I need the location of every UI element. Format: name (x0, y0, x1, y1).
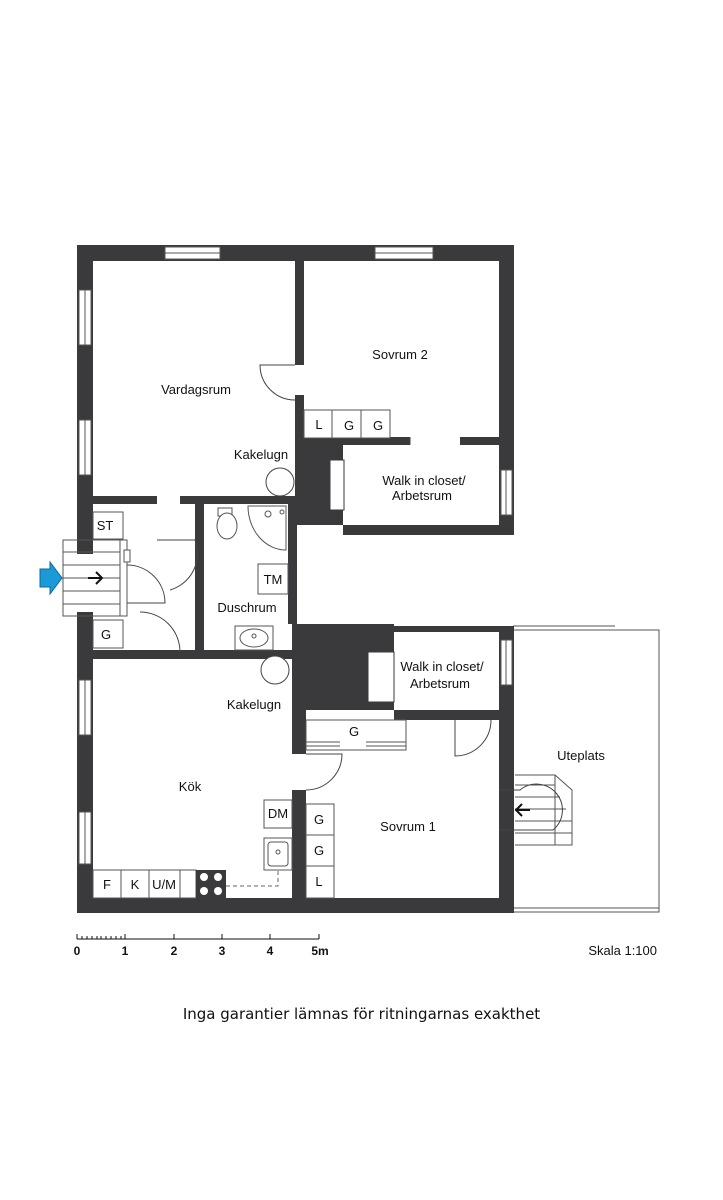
fixture-label-l-s1: L (315, 874, 322, 889)
fixture-label-g-top-2: G (373, 418, 383, 433)
wardrobe-sliding (305, 719, 407, 751)
room-label-vardagsrum: Vardagsrum (161, 382, 231, 397)
bathroom-sink-icon (234, 625, 274, 651)
room-fills (329, 445, 499, 710)
scale-tick-2: 2 (171, 944, 178, 958)
room-label-walkin-top-line1: Walk in closet/ (382, 473, 466, 488)
room-label-kok: Kök (179, 779, 202, 794)
fixture-label-tm: TM (264, 572, 283, 587)
entrance-arrow-icon (39, 560, 63, 596)
scale-tick-1: 1 (122, 944, 129, 958)
room-label-uteplats: Uteplats (557, 748, 605, 763)
fixture-label-um: U/M (152, 877, 176, 892)
fixture-label-g-hall: G (101, 627, 111, 642)
scale-tick-4: 4 (267, 944, 274, 958)
tile-stove-icon (260, 655, 290, 685)
room-label-duschrum: Duschrum (217, 600, 276, 615)
kitchen-sink-icon (263, 837, 293, 871)
walls (77, 245, 514, 913)
fixture-boxes (92, 409, 391, 899)
fixture-label-st: ST (97, 518, 114, 533)
windows (78, 246, 513, 865)
room-label-walkin-bottom-line2: Arbetsrum (410, 676, 470, 691)
radiator (123, 549, 131, 563)
room-label-sovrum-1: Sovrum 1 (380, 819, 436, 834)
walk-direction-icon (88, 571, 104, 585)
room-label-walkin-top-line2: Arbetsrum (392, 488, 452, 503)
fixture-label-l-top: L (315, 417, 322, 432)
fixture-label-k: K (131, 877, 140, 892)
tile-stove-icon (265, 467, 295, 497)
shower-icon (247, 505, 287, 551)
room-label-walkin-bottom-line1: Walk in closet/ (400, 659, 484, 674)
room-label-kakelugn-bottom: Kakelugn (227, 697, 281, 712)
scale-bar (76, 934, 320, 940)
terrace-steps (515, 774, 573, 846)
doors (126, 364, 563, 831)
terrace-arrow-icon (514, 803, 530, 817)
fixture-label-f: F (103, 877, 111, 892)
scale-tick-3: 3 (219, 944, 226, 958)
fixture-label-g-s1-1: G (314, 812, 324, 827)
countertop (226, 860, 279, 887)
terrace (512, 625, 660, 913)
scale-tick-5m: 5m (311, 944, 328, 958)
stove (196, 870, 226, 898)
fixture-label-g-mid: G (349, 724, 359, 739)
disclaimer: Inga garantier lämnas för ritningarnas e… (182, 1005, 541, 1023)
fixture-label-dm: DM (268, 806, 288, 821)
toilet-icon (216, 507, 238, 540)
room-label-sovrum-2: Sovrum 2 (372, 347, 428, 362)
entrance-stairs (62, 539, 128, 617)
scale-tick-0: 0 (74, 944, 81, 958)
fixture-label-g-top-1: G (344, 418, 354, 433)
room-label-kakelugn-top: Kakelugn (234, 447, 288, 462)
fixture-label-g-s1-2: G (314, 843, 324, 858)
scale-label: Skala 1:100 (588, 943, 657, 958)
